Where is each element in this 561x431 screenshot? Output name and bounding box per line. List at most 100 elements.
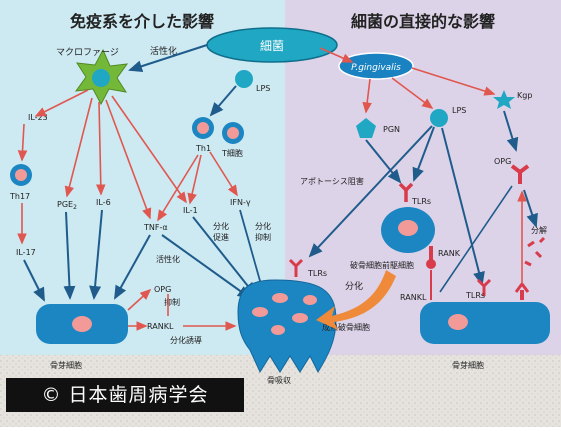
kgp-icon bbox=[493, 90, 515, 109]
opg-receptor-icon bbox=[510, 164, 530, 184]
left-osteoblast-nucleus bbox=[72, 316, 92, 332]
differentiation-label: 分化 bbox=[345, 280, 363, 292]
arrow-lps-tlrs bbox=[412, 126, 435, 182]
diff-promote-label-2: 促進 bbox=[213, 232, 229, 242]
arrow-tnf-osteoclast bbox=[161, 234, 252, 300]
arrow-th1-ifn bbox=[209, 151, 238, 197]
precursor-nucleus bbox=[398, 220, 418, 236]
arrow-pg-kgp bbox=[411, 67, 496, 96]
diff-promote-label-1: 分化 bbox=[213, 221, 229, 231]
arrow-lps-th1 bbox=[209, 85, 237, 117]
right-lps-icon bbox=[430, 109, 448, 127]
activation2-label: 活性化 bbox=[156, 254, 180, 264]
right-osteoblast-nucleus bbox=[448, 314, 468, 330]
arrow-lps-ob-tlrs bbox=[441, 127, 485, 286]
arrow-il1-osteoclast bbox=[192, 216, 257, 297]
arrow-pg-pgn bbox=[362, 78, 372, 114]
degrade-label: 分解 bbox=[531, 225, 547, 235]
diff-inhibit-label-2: 抑制 bbox=[255, 232, 271, 242]
arrow-osteoblast-opg bbox=[127, 288, 152, 311]
mature-oc-label: 成熟破骨細胞 bbox=[322, 322, 370, 332]
arrow-bacteria-pg bbox=[319, 47, 354, 63]
arrow-mac-il1 bbox=[111, 95, 187, 204]
il23-label: IL-23 bbox=[28, 113, 48, 122]
arrow-pg-lps bbox=[391, 77, 434, 109]
right-rankl-label: RANKL bbox=[400, 293, 427, 302]
arrow-il6-osteoblast bbox=[89, 209, 103, 300]
arrow-mac-il6 bbox=[95, 101, 106, 196]
precursor-tlrs-label: TLRs bbox=[411, 197, 431, 206]
tcell-label: T細胞 bbox=[221, 148, 243, 158]
left-title: 免疫系を介した影響 bbox=[70, 12, 214, 31]
precursor-tlr-receptor bbox=[398, 182, 414, 202]
th17-nucleus bbox=[15, 169, 27, 181]
right-osteoblast bbox=[420, 302, 550, 344]
arrow-th1-il1 bbox=[187, 154, 202, 205]
tnf-label: TNF-α bbox=[143, 223, 168, 232]
osteoblast-tlr-receptor bbox=[476, 278, 492, 296]
osteoclast-tlrs-label: TLRs bbox=[307, 269, 327, 278]
arrow-mac-il23 bbox=[34, 89, 89, 117]
arrow-il17-osteoblast bbox=[23, 259, 45, 302]
center-lps-icon bbox=[235, 70, 253, 88]
rank-label: RANK bbox=[438, 249, 461, 258]
il17-label: IL-17 bbox=[16, 248, 36, 257]
diff-inhibit-label-1: 分化 bbox=[255, 221, 271, 231]
differentiation-arrow bbox=[316, 270, 396, 330]
oc-nucleus-4 bbox=[303, 295, 317, 305]
arrow-bacteria-macrophage bbox=[128, 44, 208, 73]
arrow-tnf-osteoblast bbox=[114, 234, 151, 300]
arrow-pgn-tlrs bbox=[365, 139, 402, 184]
left-osteoblast-label: 骨芽細胞 bbox=[50, 360, 82, 370]
arrow-mac-tnf bbox=[105, 99, 152, 220]
right-osteoblast-label: 骨芽細胞 bbox=[452, 360, 484, 370]
degraded-fragments-icon bbox=[524, 236, 546, 267]
kgp-label: Kgp bbox=[517, 91, 532, 100]
osteoclast-tlr-receptor bbox=[288, 258, 304, 277]
th1-nucleus bbox=[197, 122, 209, 134]
oc-nucleus-5 bbox=[271, 325, 285, 335]
bacteria-label: 細菌 bbox=[260, 39, 284, 53]
macrophage-nucleus bbox=[92, 69, 110, 87]
right-opg-label: OPG bbox=[494, 157, 511, 166]
inhibit-ifn-osteoclast bbox=[239, 209, 272, 293]
line-opg-rankl bbox=[439, 185, 513, 293]
apoptosis-label: アポトーシス阻害 bbox=[300, 176, 364, 186]
copyright-badge: © 日本歯周病学会 bbox=[6, 378, 244, 412]
arrow-il23-th17 bbox=[17, 123, 28, 162]
bone-resorption-label: 骨吸収 bbox=[267, 375, 291, 385]
il1-label: IL-1 bbox=[183, 206, 198, 215]
tcell-nucleus bbox=[227, 127, 239, 139]
arrow-lps-oc-tlrs bbox=[308, 125, 433, 258]
precursor-label: 破骨細胞前駆細胞 bbox=[350, 260, 414, 270]
macrophage-label: マクロファージ bbox=[56, 47, 119, 58]
pgingivalis-label: P.gingivalis bbox=[351, 63, 401, 73]
center-lps-label: LPS bbox=[256, 84, 270, 93]
il6-label: IL-6 bbox=[96, 198, 111, 207]
diff-induce-label: 分化誘導 bbox=[170, 335, 202, 345]
arrow-mac-pge2 bbox=[64, 97, 93, 198]
rankl-ligand-icon bbox=[426, 259, 436, 269]
pgn-label: PGN bbox=[383, 125, 400, 134]
arrow-th1-tnf bbox=[157, 154, 199, 222]
pge2-label: PGE2 bbox=[57, 200, 77, 211]
pgingivalis-node bbox=[338, 52, 414, 80]
th17-label: Th17 bbox=[9, 192, 30, 201]
opg-left-label: OPG bbox=[154, 285, 171, 294]
oc-nucleus-3 bbox=[292, 313, 308, 323]
pgn-icon bbox=[356, 118, 376, 138]
right-lps-label: LPS bbox=[452, 106, 466, 115]
right-title: 細菌の直接的な影響 bbox=[351, 12, 495, 31]
oc-nucleus-1 bbox=[252, 307, 268, 317]
oc-nucleus-2 bbox=[272, 293, 288, 303]
activation-label: 活性化 bbox=[150, 45, 177, 57]
arrow-pge2-osteoblast bbox=[63, 211, 76, 300]
inhibit-label: 抑制 bbox=[164, 297, 180, 307]
arrow-kgp-opg bbox=[503, 110, 519, 152]
rankl-left-label: RANKL bbox=[147, 322, 174, 331]
th1-label: Th1 bbox=[195, 144, 211, 153]
ifn-label: IFN-γ bbox=[230, 198, 251, 207]
right-tlrs-lower-label: TLRs bbox=[465, 291, 485, 300]
